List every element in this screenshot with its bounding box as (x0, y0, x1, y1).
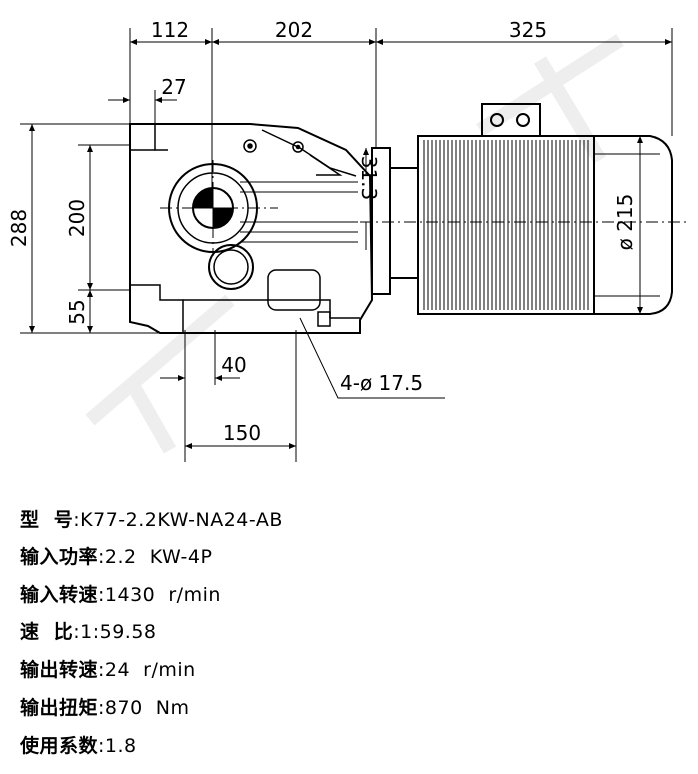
dim-27: 27 (161, 75, 186, 99)
spec-value: 870 Nm (104, 697, 190, 719)
dim-diameter-215: ø 215 (613, 194, 637, 251)
spec-value: 2.2 KW-4P (104, 546, 213, 568)
dim-325: 325 (509, 18, 547, 42)
lower-gear-circle (208, 244, 254, 290)
dim-200: 200 (65, 199, 89, 237)
spec-label: 型 号 (20, 509, 74, 531)
motor-cooling-fins (423, 140, 589, 310)
spec-model: 型 号:K77-2.2KW-NA24-AB (20, 509, 283, 531)
spec-label: 速 比 (20, 621, 74, 643)
spec-label: 输入功率 (20, 546, 99, 568)
gearbox-housing (129, 123, 374, 334)
spec-input-speed: 输入转速:1430 r/min (20, 584, 221, 606)
spec-value: 1.8 (104, 735, 137, 757)
spec-value: K77-2.2KW-NA24-AB (80, 509, 283, 531)
terminal-box (481, 103, 541, 137)
spec-value: 1430 r/min (104, 584, 221, 606)
dim-40: 40 (221, 353, 246, 377)
dim-288: 288 (7, 209, 31, 247)
dim-202: 202 (275, 18, 313, 42)
spec-output-speed: 输出转速:24 r/min (20, 659, 196, 681)
dim-55: 55 (65, 299, 89, 324)
spec-label: 输出转速 (20, 659, 99, 681)
spec-output-torque: 输出扭矩:870 Nm (20, 697, 190, 719)
spec-value: 1:59.58 (80, 621, 157, 643)
watermark (85, 34, 624, 454)
spec-label: 使用系数 (20, 735, 99, 757)
center-lines (160, 160, 690, 256)
gear-motor-drawing: 112 202 325 27 31.3 288 200 55 40 150 ø … (7, 18, 690, 462)
spec-input-power: 输入功率:2.2 KW-4P (20, 546, 213, 568)
spec-service-factor: 使用系数:1.8 (20, 735, 137, 757)
spec-ratio: 速 比:1:59.58 (20, 621, 157, 643)
bolt-holes (243, 139, 304, 153)
dim-150: 150 (223, 421, 261, 445)
spec-label: 输出扭矩 (20, 697, 99, 719)
dim-holes: 4-ø 17.5 (340, 371, 423, 395)
dim-112: 112 (151, 18, 189, 42)
dim-31-3: 31.3 (357, 156, 381, 201)
spec-label: 输入转速 (20, 584, 99, 606)
spec-value: 24 r/min (104, 659, 196, 681)
dimension-lines (20, 28, 673, 462)
